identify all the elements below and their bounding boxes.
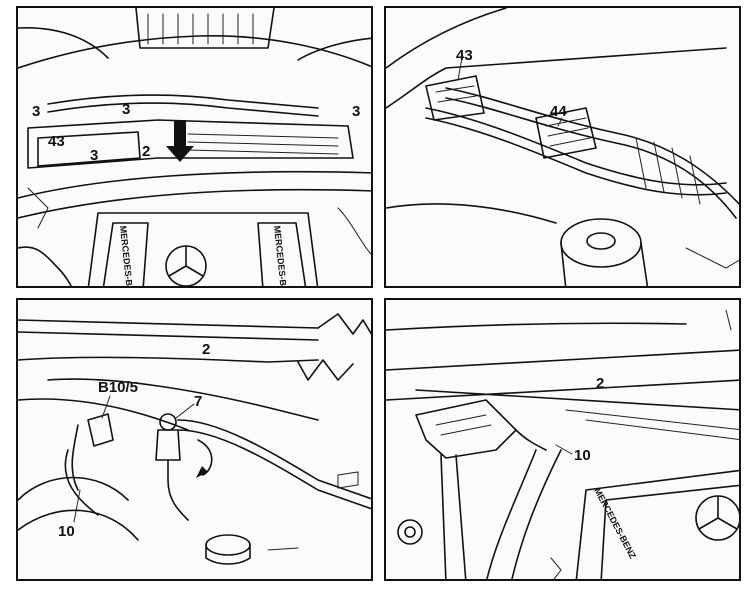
module-44	[535, 107, 597, 159]
callout-7: 7	[194, 393, 202, 410]
panel-bottom-left: 2 B10/5 7 10	[16, 298, 373, 581]
panel-top-left: 3 3 3 43 3 2 MERCEDES-BENZ MERCEDES-BENZ	[16, 6, 373, 288]
callout-2: 2	[142, 143, 150, 160]
control-module	[415, 399, 517, 459]
engine-bay-drawing-4: 2 10 MERCEDES-BENZ	[386, 309, 739, 579]
callout-43: 43	[456, 47, 473, 64]
callout-10: 10	[58, 523, 75, 540]
engine-bay-drawing-1: 3 3 3 43 3 2 MERCEDES-BENZ MERCEDES-BENZ	[18, 8, 371, 288]
module-43	[425, 75, 485, 121]
callout-44: 44	[550, 103, 567, 120]
callout-2: 2	[202, 341, 210, 358]
callout-3b: 3	[122, 101, 130, 118]
strut-tower	[560, 218, 642, 268]
callout-43: 43	[48, 133, 65, 150]
panel-top-right: 43 44	[384, 6, 741, 288]
panel-bottom-right: 2 10 MERCEDES-BENZ	[384, 298, 741, 581]
down-arrow-icon	[166, 120, 194, 162]
sensor-b10-5	[87, 413, 114, 447]
callout-10: 10	[574, 447, 591, 464]
engine-bay-drawing-3: 2 B10/5 7 10	[18, 313, 371, 565]
engine-badge-left: MERCEDES-BENZ	[118, 225, 136, 288]
engine-bay-drawing-2: 43 44	[386, 8, 739, 286]
reservoir-cap	[205, 534, 251, 556]
callout-3d: 3	[90, 147, 98, 164]
engine-badge-right: MERCEDES-BENZ	[272, 225, 290, 288]
callout-3c: 3	[352, 103, 360, 120]
rotate-arrow-icon	[196, 466, 208, 478]
callout-2: 2	[596, 375, 604, 392]
callout-3a: 3	[32, 103, 40, 120]
callout-b10-5: B10/5	[98, 379, 138, 396]
